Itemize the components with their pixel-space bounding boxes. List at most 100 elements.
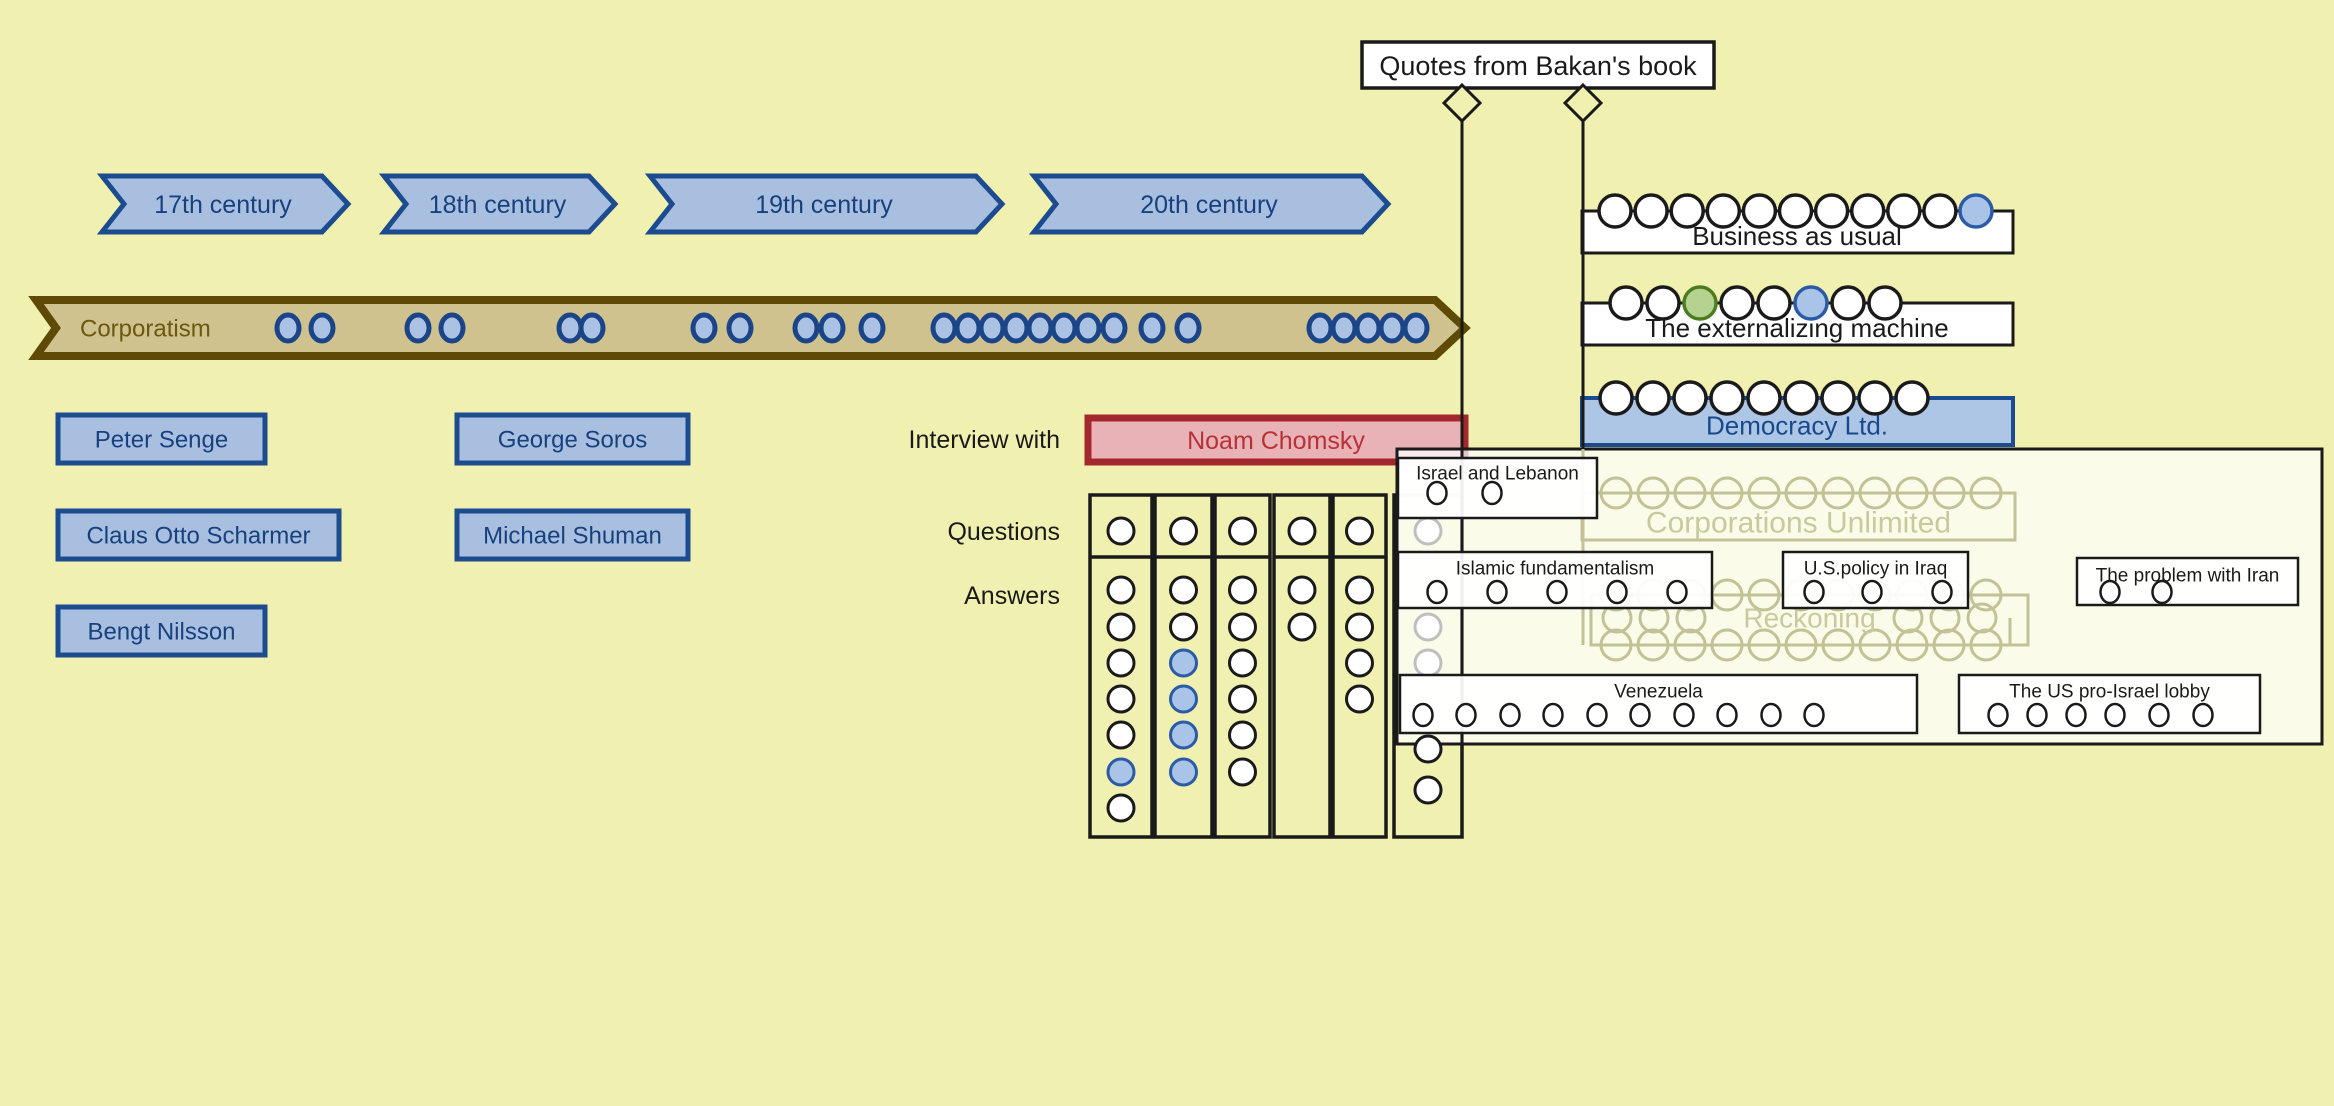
ghost-quote-dot[interactable]	[1636, 476, 1670, 510]
corporatism-quote-dot[interactable]	[818, 312, 846, 344]
century-arrow-19th[interactable]	[644, 173, 1006, 235]
question-dot[interactable]	[1106, 516, 1136, 546]
quote-dot[interactable]	[1886, 193, 1922, 229]
corporatism-quote-dot[interactable]	[1354, 312, 1382, 344]
corporatism-quote-dot[interactable]	[1306, 312, 1334, 344]
corporatism-quote-dot[interactable]	[1100, 312, 1128, 344]
ghost-quote-dot[interactable]	[1747, 476, 1781, 510]
topic-quote-dot[interactable]	[1987, 702, 2009, 728]
topic-quote-dot[interactable]	[1666, 579, 1688, 605]
answer-dot[interactable]	[1106, 793, 1136, 823]
topic-quote-dot[interactable]	[1931, 579, 1953, 605]
person-box-bengt-nilsson[interactable]	[55, 604, 268, 658]
corporatism-quote-dot[interactable]	[438, 312, 466, 344]
topic-quote-dot[interactable]	[2104, 702, 2126, 728]
topic-quote-dot[interactable]	[1426, 480, 1448, 506]
century-arrow-17th[interactable]	[96, 173, 352, 235]
quote-dot[interactable]	[1705, 193, 1742, 229]
corporatism-quote-dot[interactable]	[1002, 312, 1030, 344]
topic-quote-dot[interactable]	[2192, 702, 2214, 728]
quote-dot[interactable]	[1741, 193, 1778, 229]
ghost-quote-dot[interactable]	[1784, 476, 1818, 510]
quotes-box[interactable]	[1360, 40, 1716, 90]
answer-dot[interactable]	[1169, 575, 1198, 605]
ghost-quote-dot[interactable]	[1673, 476, 1707, 510]
century-arrow-18th[interactable]	[378, 173, 619, 235]
corporatism-quote-dot[interactable]	[1026, 312, 1054, 344]
quote-dot[interactable]	[1813, 193, 1850, 229]
person-box-claus-otto-scharmer[interactable]	[55, 508, 342, 562]
topic-quote-dot[interactable]	[1606, 579, 1628, 605]
topic-quote-dot[interactable]	[1586, 702, 1608, 728]
answer-dot[interactable]	[1106, 575, 1136, 605]
answer-dot[interactable]	[1169, 757, 1198, 787]
topic-quote-dot[interactable]	[2151, 579, 2173, 605]
corporatism-quote-dot[interactable]	[930, 312, 958, 344]
quote-dot[interactable]	[1633, 193, 1669, 229]
topic-quote-dot[interactable]	[1455, 702, 1477, 728]
ghost-quote-dot[interactable]	[1710, 476, 1744, 510]
question-dot[interactable]	[1287, 516, 1317, 546]
topic-quote-dot[interactable]	[1542, 702, 1564, 728]
ghost-quote-dot[interactable]	[1858, 628, 1892, 662]
quote-dot[interactable]	[1867, 285, 1903, 321]
quote-dot[interactable]	[1672, 380, 1708, 416]
topic-quote-dot[interactable]	[1861, 579, 1883, 605]
ghost-quote-dot[interactable]	[1747, 578, 1781, 612]
question-dot[interactable]	[1228, 516, 1257, 546]
ghost-quote-dot[interactable]	[1932, 476, 1966, 510]
century-arrow-20th[interactable]	[1028, 173, 1392, 235]
ghost-quote-dot[interactable]	[1821, 628, 1855, 662]
answer-dot[interactable]	[1228, 684, 1257, 714]
corporatism-quote-dot[interactable]	[578, 312, 606, 344]
answer-dot[interactable]	[1228, 757, 1257, 787]
quote-dot[interactable]	[1645, 285, 1681, 321]
answer-dot[interactable]	[1169, 720, 1198, 750]
quote-dot[interactable]	[1857, 380, 1893, 416]
ghost-quote-dot[interactable]	[1895, 476, 1929, 510]
ghost-quote-dot[interactable]	[1784, 628, 1818, 662]
corporatism-quote-dot[interactable]	[690, 312, 718, 344]
corporatism-quote-dot[interactable]	[726, 312, 754, 344]
person-box-michael-shuman[interactable]	[454, 508, 691, 562]
corporatism-quote-dot[interactable]	[1378, 312, 1406, 344]
person-box-george-soros[interactable]	[454, 412, 691, 466]
answer-dot[interactable]	[1413, 775, 1443, 805]
quote-dot[interactable]	[1958, 193, 1994, 229]
corporatism-quote-dot[interactable]	[1138, 312, 1166, 344]
answer-dot[interactable]	[1228, 612, 1257, 642]
ghost-quote-dot[interactable]	[1969, 578, 2003, 612]
quote-dot[interactable]	[1682, 285, 1718, 321]
answer-dot[interactable]	[1345, 575, 1374, 605]
quote-dot[interactable]	[1709, 380, 1745, 416]
topic-quote-dot[interactable]	[1412, 702, 1434, 728]
person-box-peter-senge[interactable]	[55, 412, 268, 466]
quote-dot[interactable]	[1830, 285, 1866, 321]
answer-dot[interactable]	[1287, 575, 1317, 605]
answer-dot[interactable]	[1345, 648, 1374, 678]
answer-dot[interactable]	[1106, 757, 1136, 787]
corporatism-quote-dot[interactable]	[556, 312, 584, 344]
corporatism-quote-dot[interactable]	[858, 312, 886, 344]
corporatism-quote-dot[interactable]	[1330, 312, 1358, 344]
corporatism-quote-dot[interactable]	[308, 312, 336, 344]
topic-quote-dot[interactable]	[1803, 702, 1825, 728]
quote-dot[interactable]	[1783, 380, 1819, 416]
answer-dot[interactable]	[1106, 612, 1136, 642]
answer-dot[interactable]	[1287, 612, 1317, 642]
topic-quote-dot[interactable]	[2026, 702, 2048, 728]
topic-quote-dot[interactable]	[1499, 702, 1521, 728]
ghost-quote-dot[interactable]	[1969, 476, 2003, 510]
quote-dot[interactable]	[1793, 285, 1829, 321]
question-dot[interactable]	[1345, 516, 1374, 546]
answer-dot[interactable]	[1106, 648, 1136, 678]
corporatism-quote-dot[interactable]	[1174, 312, 1202, 344]
question-dot[interactable]	[1169, 516, 1198, 546]
answer-dot[interactable]	[1413, 734, 1443, 764]
topic-quote-dot[interactable]	[1673, 702, 1695, 728]
quote-dot[interactable]	[1894, 380, 1930, 416]
quote-dot[interactable]	[1849, 193, 1886, 229]
quote-dot[interactable]	[1608, 285, 1644, 321]
corporatism-quote-dot[interactable]	[792, 312, 820, 344]
quote-dot[interactable]	[1598, 380, 1634, 416]
